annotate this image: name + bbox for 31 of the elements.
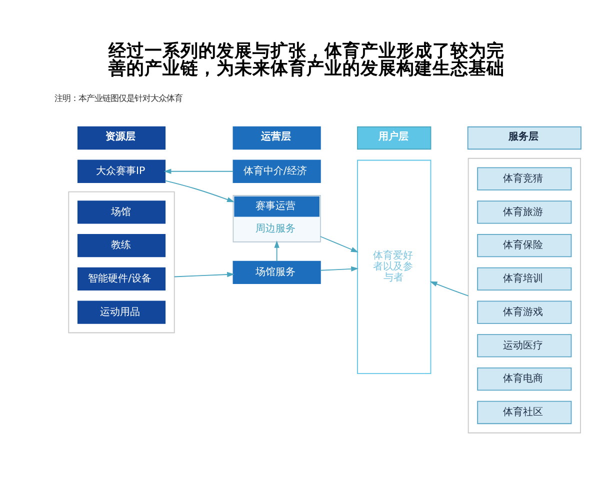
node-box: 体育保险	[477, 234, 572, 258]
node-box: 资源层	[77, 126, 166, 150]
node-box: 运动医疗	[477, 334, 572, 358]
node-box: 教练	[77, 234, 166, 258]
label: 注明：本产业链图仅是针对大众体育	[54, 93, 182, 104]
arrow	[164, 168, 234, 174]
arrow	[320, 266, 359, 272]
node-box: 场馆服务	[232, 260, 321, 284]
arrow	[174, 272, 235, 278]
arrow	[274, 240, 280, 262]
node-box: 运动用品	[77, 300, 166, 324]
node-box: 智能硬件/设备	[77, 267, 166, 291]
cluster	[468, 158, 581, 434]
node-box: 体育旅游	[477, 200, 572, 224]
arrow	[430, 281, 469, 296]
node-box: 体育竞猜	[477, 167, 572, 190]
node-box: 服务层	[467, 126, 582, 150]
cluster	[68, 191, 175, 334]
node-box: 体育游戏	[477, 300, 572, 324]
arrow	[164, 180, 234, 202]
node-box: 用户层	[357, 126, 432, 150]
diagram-title: 经过一系列的发展与扩张，体育产业形成了较为完善的产业链，为未来体育产业的发展构建生态基础	[108, 42, 505, 80]
node-box: 运营层	[232, 126, 321, 150]
node-box: 体育社区	[477, 400, 572, 424]
node-box: 体育中介/经济	[232, 160, 321, 183]
arrow	[320, 236, 358, 252]
node-box: 场馆	[77, 200, 166, 224]
node-box: 大众赛事IP	[77, 160, 166, 183]
node-box: 体育电商	[477, 368, 572, 391]
node-box: 体育爱好者以及参与者	[357, 160, 432, 374]
node-box: 体育培训	[477, 267, 572, 291]
